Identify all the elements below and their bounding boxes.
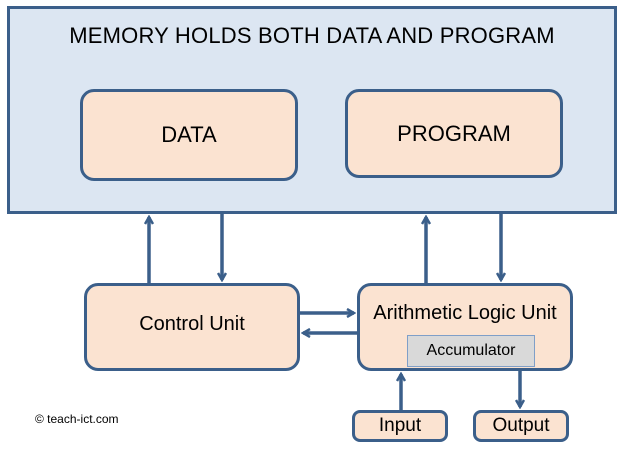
data-box: DATA <box>80 89 298 181</box>
input-box: Input <box>352 410 448 442</box>
data-label: DATA <box>161 122 217 147</box>
control-unit-label: Control Unit <box>139 312 245 335</box>
accumulator-box: Accumulator <box>407 335 535 367</box>
program-box: PROGRAM <box>345 89 563 178</box>
output-box: Output <box>473 410 569 442</box>
output-label: Output <box>492 415 550 436</box>
memory-title: MEMORY HOLDS BOTH DATA AND PROGRAM <box>69 23 555 48</box>
accumulator-label: Accumulator <box>426 342 516 359</box>
alu-label: Arithmetic Logic Unit <box>373 302 557 324</box>
alu-box: Arithmetic Logic Unit Accumulator <box>357 283 573 371</box>
control-unit-box: Control Unit <box>84 283 300 371</box>
program-label: PROGRAM <box>397 120 511 146</box>
input-label: Input <box>378 415 422 436</box>
copyright-text: © teach-ict.com <box>35 412 119 426</box>
